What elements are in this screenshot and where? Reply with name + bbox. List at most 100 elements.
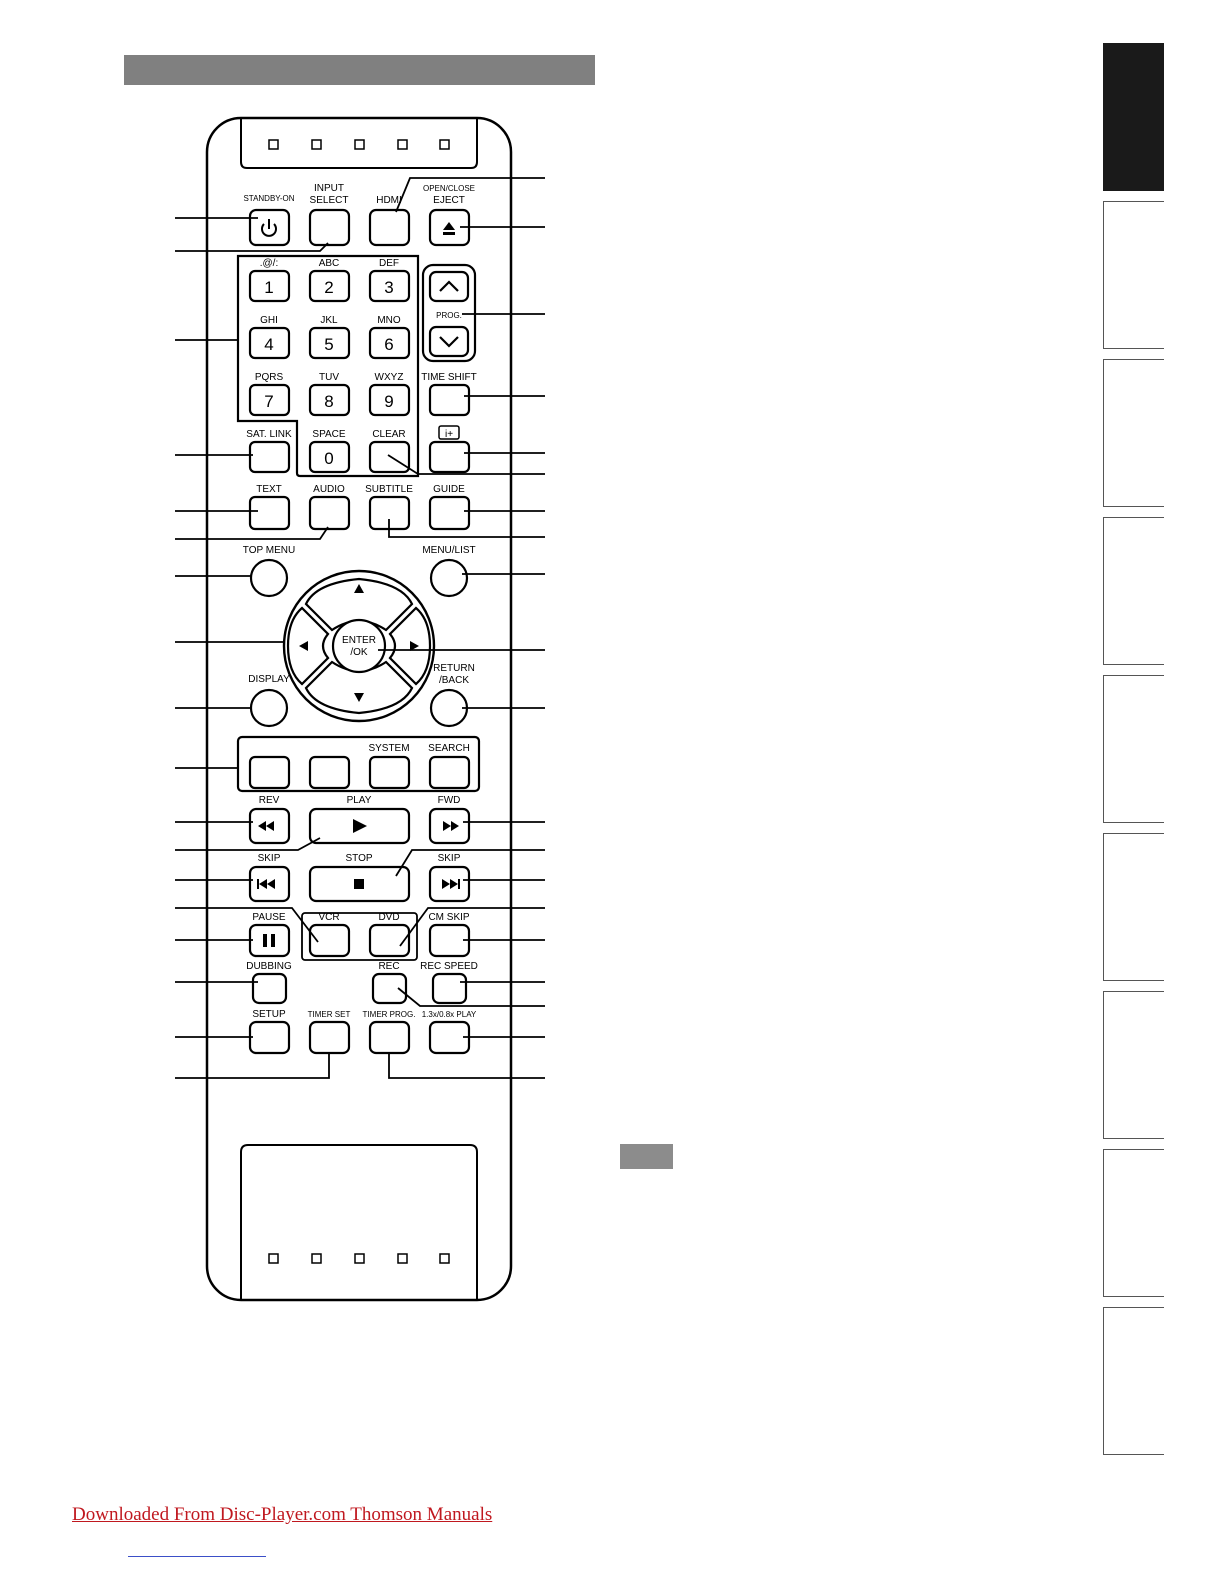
index-tab-3[interactable]	[1103, 359, 1164, 507]
keypad-frame	[236, 254, 420, 478]
prog-label: PROG.	[436, 311, 462, 320]
text-label: TEXT	[256, 484, 282, 495]
skip-previous-icon	[257, 879, 275, 889]
search-label: SEARCH	[428, 743, 470, 754]
rec-speed-button[interactable]	[431, 972, 468, 1005]
ir-leds-top	[268, 139, 450, 150]
top-menu-button[interactable]	[249, 558, 289, 598]
key-3-letters: DEF	[379, 258, 399, 269]
menu-list-button[interactable]	[429, 558, 469, 598]
pause-label: PAUSE	[252, 912, 285, 923]
chevron-down-icon	[439, 336, 459, 348]
standby-on-label: STANDBY-ON	[243, 194, 294, 203]
cm-skip-label: CM SKIP	[428, 912, 469, 923]
key-6-button[interactable]	[368, 326, 411, 360]
info-icon	[438, 425, 460, 440]
timer-set-button[interactable]	[308, 1020, 351, 1055]
return-label-2: /BACK	[439, 675, 469, 686]
prog-down-button[interactable]	[428, 325, 470, 358]
index-tab-5[interactable]	[1103, 675, 1164, 823]
search-button[interactable]	[428, 755, 471, 790]
key-1-button[interactable]	[248, 269, 291, 303]
index-tab-9[interactable]	[1103, 1307, 1164, 1455]
fast-forward-icon	[443, 821, 459, 831]
audio-label: AUDIO	[313, 484, 345, 495]
key-5-letters: JKL	[320, 315, 338, 326]
arrow-down-icon	[354, 693, 364, 702]
index-tab-7[interactable]	[1103, 991, 1164, 1139]
key-6-digit: 6	[384, 335, 393, 354]
speed-play-label: 1.3x/0.8x PLAY	[422, 1010, 477, 1019]
battery-cover	[240, 1144, 478, 1300]
display-button[interactable]	[249, 688, 289, 728]
text-button[interactable]	[248, 495, 291, 531]
space-label: SPACE	[312, 429, 345, 440]
leader-lines-right	[378, 177, 545, 1079]
key-2-button[interactable]	[308, 269, 351, 303]
key-9-button[interactable]	[368, 383, 411, 417]
key-3-digit: 3	[384, 278, 393, 297]
input-select-button[interactable]	[308, 208, 351, 247]
key-3-button[interactable]	[368, 269, 411, 303]
key-5-button[interactable]	[308, 326, 351, 360]
hdmi-button[interactable]	[368, 208, 411, 247]
time-shift-label: TIME SHIFT	[421, 372, 477, 383]
enter-ok-button[interactable]	[331, 618, 387, 674]
source-link[interactable]: Downloaded From Disc-Player.com Thomson …	[72, 1504, 493, 1525]
rec-speed-label: REC SPEED	[420, 961, 478, 972]
key-7-button[interactable]	[248, 383, 291, 417]
index-tab-2[interactable]	[1103, 201, 1164, 349]
index-tab-6[interactable]	[1103, 833, 1164, 981]
key-5-digit: 5	[324, 335, 333, 354]
system-button[interactable]	[368, 755, 411, 790]
rec-label: REC	[378, 961, 399, 972]
footer-rule	[128, 1556, 266, 1557]
timer-prog-button[interactable]	[368, 1020, 411, 1055]
dubbing-button[interactable]	[251, 972, 288, 1005]
chevron-up-icon	[439, 280, 459, 292]
sat-link-button[interactable]	[248, 440, 291, 474]
return-back-button[interactable]	[429, 688, 469, 728]
skip-fwd-label: SKIP	[438, 853, 461, 864]
eject-label: EJECT	[433, 195, 465, 206]
setup-button[interactable]	[248, 1020, 291, 1055]
vcr-button[interactable]	[308, 923, 351, 958]
key-1-letters: .@/:	[260, 258, 279, 269]
key-8-digit: 8	[324, 392, 333, 411]
timer-prog-label: TIMER PROG.	[363, 1010, 416, 1019]
time-shift-button[interactable]	[428, 383, 471, 417]
open-close-label: OPEN/CLOSE	[423, 184, 475, 193]
key-7-digit: 7	[264, 392, 273, 411]
key-8-letters: TUV	[319, 372, 339, 383]
function-key-2-button[interactable]	[308, 755, 351, 790]
guide-button[interactable]	[428, 495, 471, 531]
leader-lines-left	[175, 217, 330, 1079]
key-7-letters: PQRS	[255, 372, 284, 383]
enter-label-1: ENTER	[342, 635, 376, 646]
audio-button[interactable]	[308, 495, 351, 531]
setup-label: SETUP	[252, 1009, 286, 1020]
skip-back-label: SKIP	[258, 853, 281, 864]
vcr-dvd-frame	[301, 912, 418, 961]
function-key-1-button[interactable]	[248, 755, 291, 790]
index-tab-1[interactable]	[1103, 43, 1164, 191]
space-button[interactable]	[308, 440, 351, 474]
dvd-button[interactable]	[368, 923, 411, 958]
key-9-digit: 9	[384, 392, 393, 411]
key-4-button[interactable]	[248, 326, 291, 360]
system-label: SYSTEM	[368, 743, 409, 754]
info-button[interactable]	[428, 440, 471, 474]
prog-up-button[interactable]	[428, 270, 470, 303]
index-tab-8[interactable]	[1103, 1149, 1164, 1297]
index-tab-4[interactable]	[1103, 517, 1164, 665]
rec-button[interactable]	[371, 972, 408, 1005]
key-2-letters: ABC	[319, 258, 340, 269]
pause-button[interactable]	[248, 923, 291, 958]
key-8-button[interactable]	[308, 383, 351, 417]
key-9-letters: WXYZ	[375, 372, 404, 383]
clear-label: CLEAR	[372, 429, 405, 440]
key-4-letters: GHI	[260, 315, 278, 326]
input-select-label-1: INPUT	[314, 183, 344, 194]
arrow-left-icon	[299, 641, 308, 651]
